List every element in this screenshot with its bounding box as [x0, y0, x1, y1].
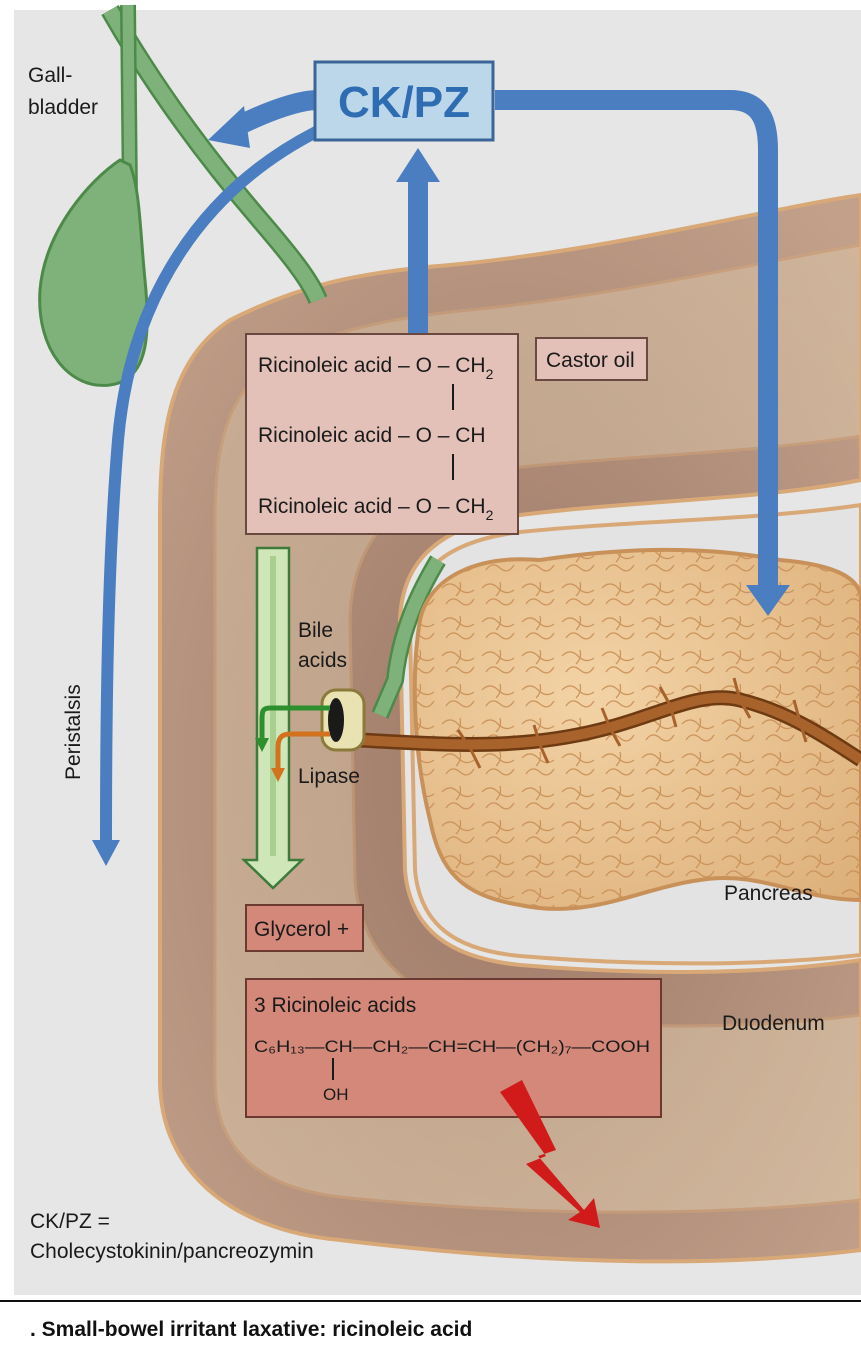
- triglyceride-row-2: Ricinoleic acid – O – CH: [258, 424, 486, 447]
- ckpz-label: CK/PZ: [338, 78, 470, 127]
- pancreas-label: Pancreas: [724, 882, 813, 905]
- ricinoleic-formula: C₆H₁₃—CH—CH₂—CH=CH—(CH₂)₇—COOH: [254, 1037, 650, 1056]
- caption-divider: [0, 1300, 861, 1302]
- gallbladder-label-line1: Gall-: [28, 64, 72, 87]
- papilla: [322, 690, 364, 750]
- gallbladder-label-line2: bladder: [28, 96, 98, 119]
- peristalsis-label: Peristalsis: [62, 684, 85, 780]
- ricinoleic-acids-title: 3 Ricinoleic acids: [254, 994, 416, 1017]
- lipase-label: Lipase: [298, 765, 360, 788]
- pancreas: [415, 550, 861, 909]
- legend-line2: Cholecystokinin/pancreozymin: [30, 1240, 314, 1263]
- figure-caption: . Small-bowel irritant laxative: ricinol…: [30, 1318, 472, 1342]
- bile-acids-label-line1: Bile: [298, 619, 333, 642]
- ricinoleic-formula-oh: OH: [323, 1085, 349, 1104]
- duodenum-label: Duodenum: [722, 1012, 825, 1035]
- legend-line1: CK/PZ =: [30, 1210, 110, 1233]
- glycerol-label: Glycerol +: [254, 918, 349, 941]
- bile-acids-label-line2: acids: [298, 649, 347, 672]
- castor-oil-label: Castor oil: [546, 349, 635, 372]
